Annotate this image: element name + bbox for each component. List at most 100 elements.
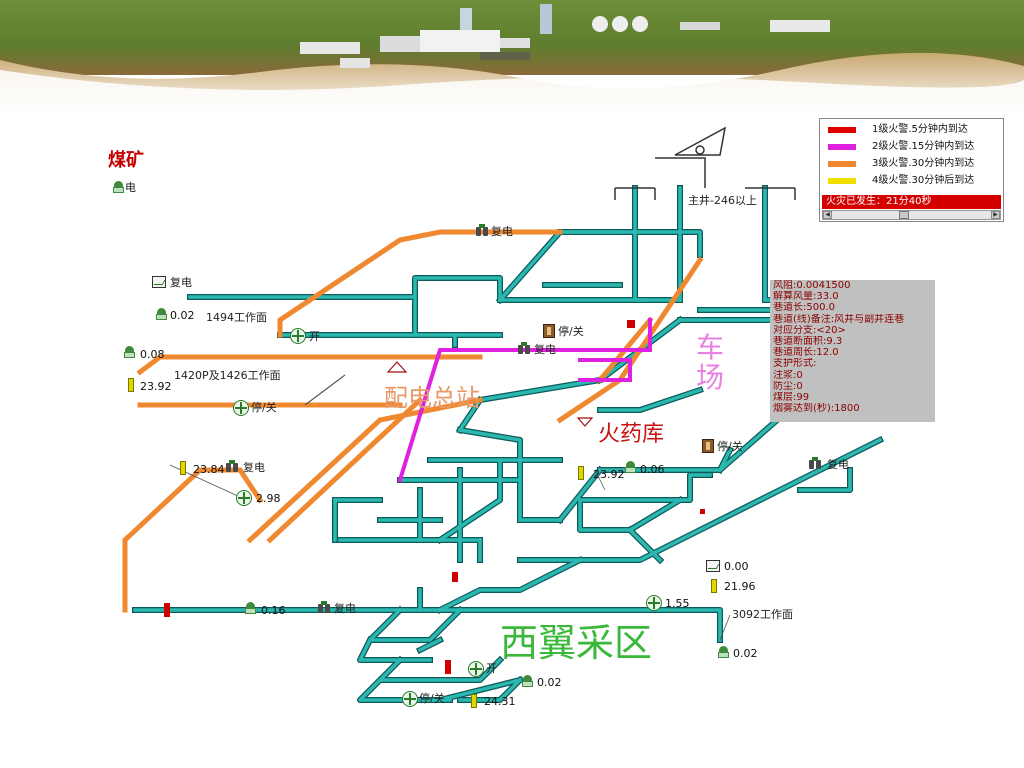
door-state-label: 停/关 bbox=[558, 325, 584, 338]
info-row: 解算风量:33.0 bbox=[773, 291, 839, 303]
fan-icon[interactable] bbox=[236, 490, 252, 506]
temperature-probe-icon bbox=[471, 694, 477, 708]
timeline-scrollbar[interactable]: ◀ ▶ bbox=[822, 210, 1001, 220]
info-row: 巷道长:500.0 bbox=[773, 302, 835, 314]
zone-magazine: 火药库 bbox=[598, 422, 665, 447]
power-status-label: 电 bbox=[125, 181, 136, 194]
temperature-probe-icon bbox=[128, 378, 134, 392]
gas-sensor-icon bbox=[124, 346, 135, 359]
zone-parking: 车场 bbox=[696, 331, 725, 394]
monitor-icon[interactable] bbox=[706, 560, 720, 572]
reading-value: 23.92 bbox=[140, 380, 172, 393]
info-row: 风阻:0.0041500 bbox=[773, 280, 851, 291]
reading-value: 24.31 bbox=[484, 695, 516, 708]
fudian-label: 复电 bbox=[534, 343, 556, 356]
legend-swatch bbox=[828, 161, 856, 167]
gas-sensor-icon bbox=[718, 646, 729, 659]
temperature-probe-icon bbox=[180, 461, 186, 475]
reading-value: 0.02 bbox=[537, 676, 562, 689]
info-row: 对应分支:<20> bbox=[773, 324, 846, 336]
info-row: 巷道(线)备注:风井与副井连巷 bbox=[773, 313, 905, 325]
fan-icon[interactable] bbox=[646, 595, 662, 611]
legend-label: 1级火警.5分钟内到达 bbox=[872, 124, 968, 135]
fudian-label: 复电 bbox=[827, 458, 849, 471]
legend-swatch bbox=[828, 127, 856, 133]
door-state-label: 停/关 bbox=[717, 440, 743, 453]
reading-value: 2.98 bbox=[256, 492, 281, 505]
info-row: 注浆:0 bbox=[773, 369, 803, 381]
fan-state-label: 开 bbox=[486, 662, 497, 675]
info-row: 烟雾达到(秒):1800 bbox=[773, 403, 860, 415]
reading-value: 1.55 bbox=[665, 597, 690, 610]
info-row: 巷道周长:12.0 bbox=[773, 347, 839, 359]
fan-icon[interactable] bbox=[468, 661, 484, 677]
main-shaft-label: 主井-246以上 bbox=[688, 194, 757, 207]
fudian-label: 复电 bbox=[243, 461, 265, 474]
reading-value: 21.96 bbox=[724, 580, 756, 593]
temperature-probe-icon bbox=[578, 466, 584, 480]
reading-value: 0.16 bbox=[261, 604, 286, 617]
info-row: 支护形式: bbox=[773, 358, 817, 370]
fudian-label: 复电 bbox=[334, 602, 356, 615]
magazine-triangles bbox=[386, 361, 594, 427]
face-1420-label: 1420P及1426工作面 bbox=[174, 369, 281, 382]
gas-sensor-icon bbox=[245, 602, 256, 615]
scroll-thumb[interactable] bbox=[899, 211, 909, 219]
fire-elapsed-status: 火灾已发生：21分40秒 bbox=[822, 195, 1001, 209]
mine-aerial-banner bbox=[0, 0, 1024, 115]
magenta-roadways bbox=[397, 318, 652, 483]
door-icon[interactable] bbox=[702, 439, 714, 453]
fan-icon[interactable] bbox=[290, 328, 306, 344]
fan-state-label: 开 bbox=[309, 330, 320, 343]
zone-power-station: 配电总站 bbox=[384, 384, 480, 412]
reading-value: 23.84 bbox=[193, 463, 225, 476]
roadway-info-panel: 风阻:0.0041500 解算风量:33.0 巷道长:500.0 巷道(线)备注… bbox=[770, 280, 935, 422]
zone-west-wing: 西翼采区 bbox=[500, 621, 653, 665]
info-row: 巷道断面积:9.3 bbox=[773, 336, 843, 348]
mine-title: 煤矿 bbox=[108, 150, 144, 171]
alarm-legend: 1级火警.5分钟内到达 2级火警.15分钟内到达 3级火警.30分钟内到达 4级… bbox=[819, 118, 1004, 222]
legend-label: 2级火警.15分钟内到达 bbox=[872, 141, 975, 152]
reading-value: 23.92 bbox=[593, 468, 625, 481]
gas-sensor-icon bbox=[156, 308, 167, 321]
reading-value: 0.00 bbox=[724, 560, 749, 573]
monitor-icon[interactable] bbox=[152, 276, 166, 288]
door-icon[interactable] bbox=[543, 324, 555, 338]
legend-item-level-3: 3级火警.30分钟内到达 bbox=[824, 157, 1004, 171]
legend-swatch bbox=[828, 178, 856, 184]
face-3092-label: 3092工作面 bbox=[732, 608, 793, 621]
reading-value: 0.06 bbox=[640, 463, 665, 476]
legend-swatch bbox=[828, 144, 856, 150]
temperature-probe-icon bbox=[711, 579, 717, 593]
fudian-label: 复电 bbox=[170, 276, 192, 289]
fan-icon[interactable] bbox=[402, 691, 418, 707]
power-restore-icon[interactable] bbox=[518, 342, 531, 356]
fan-state-label: 停/关 bbox=[251, 401, 277, 414]
legend-item-level-1: 1级火警.5分钟内到达 bbox=[824, 123, 1004, 137]
legend-label: 4级火警.30分钟后到达 bbox=[872, 175, 975, 186]
power-restore-icon[interactable] bbox=[226, 460, 239, 474]
gas-sensor-icon bbox=[625, 461, 636, 474]
orange-roadways bbox=[122, 229, 704, 613]
info-row: 煤层:99 bbox=[773, 392, 810, 404]
power-sensor-icon bbox=[113, 181, 124, 194]
scroll-right-arrow-icon[interactable]: ▶ bbox=[991, 211, 1000, 219]
shaft-head-frames bbox=[614, 126, 796, 200]
gas-sensor-icon bbox=[522, 675, 533, 688]
info-row: 防尘:0 bbox=[773, 380, 803, 392]
legend-item-level-2: 2级火警.15分钟内到达 bbox=[824, 140, 1004, 154]
legend-label: 3级火警.30分钟内到达 bbox=[872, 158, 975, 169]
scroll-left-arrow-icon[interactable]: ◀ bbox=[823, 211, 832, 219]
power-restore-icon[interactable] bbox=[809, 457, 822, 471]
fudian-label: 复电 bbox=[491, 225, 513, 238]
reading-value: 0.02 bbox=[170, 309, 195, 322]
fan-state-label: 停/关 bbox=[419, 692, 445, 705]
teal-roadways bbox=[132, 185, 903, 703]
reading-value: 0.08 bbox=[140, 348, 165, 361]
power-restore-icon[interactable] bbox=[476, 224, 489, 238]
reading-value: 0.02 bbox=[733, 647, 758, 660]
face-1494-label: 1494工作面 bbox=[206, 311, 267, 324]
fan-icon[interactable] bbox=[233, 400, 249, 416]
power-restore-icon[interactable] bbox=[318, 601, 331, 615]
